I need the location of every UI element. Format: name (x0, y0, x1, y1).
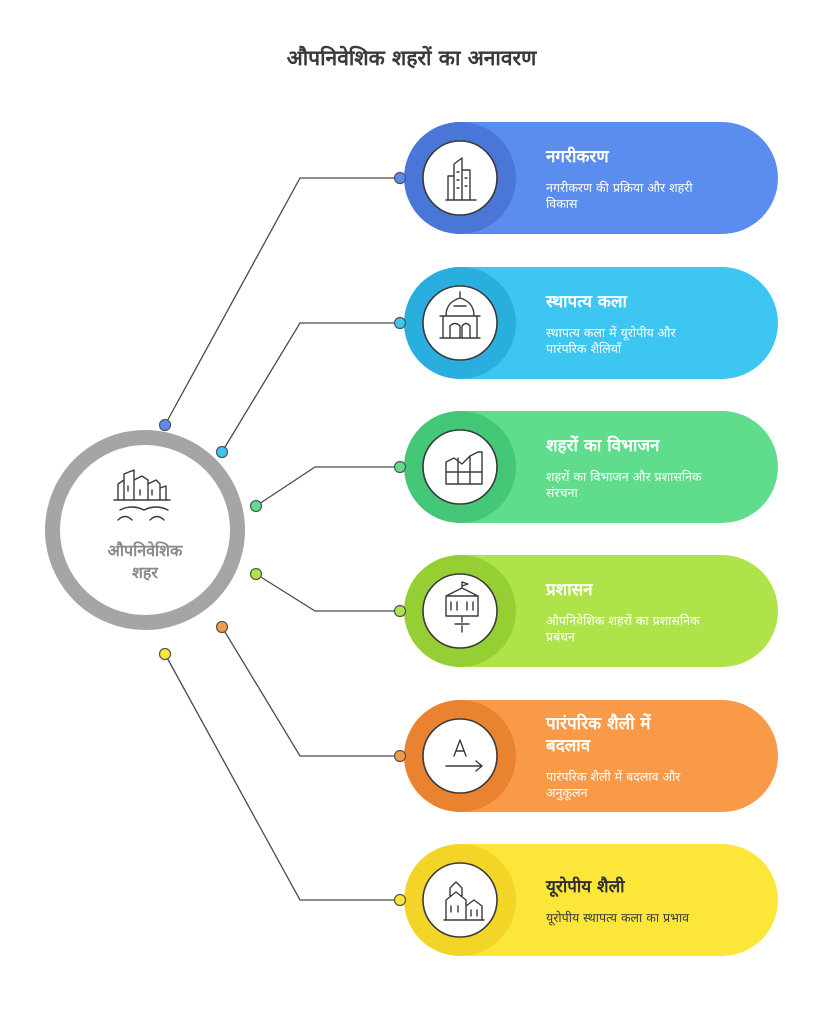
connector-line (164, 177, 394, 426)
item-pill (455, 267, 778, 379)
item-desc: नगरीकरण की प्रक्रिया और शहरी (546, 180, 693, 195)
item-title: शहरों का विभाजन (546, 435, 660, 456)
connector-start-dot (249, 499, 263, 513)
item-pill (455, 122, 778, 234)
connector-line (221, 626, 394, 757)
item-end-dot (393, 460, 407, 474)
item-desc: शहरों का विभाजन और प्रशासनिक (546, 469, 702, 484)
connector-start-dot (158, 418, 172, 432)
center-disc (60, 445, 230, 615)
palace-icon (439, 291, 481, 339)
connector-line (255, 466, 394, 507)
text-transform-icon (445, 739, 483, 772)
center-label-line1: औपनिवेशिक (108, 541, 183, 560)
grid-chart-icon (445, 451, 483, 485)
item-title: यूरोपीय शैली (545, 876, 625, 898)
item-desc: प्रबंधन (546, 629, 576, 644)
item-icon-disc (422, 429, 498, 505)
colonial-city-icon (113, 469, 171, 521)
connector-start-dot (158, 647, 172, 661)
item-pill (455, 700, 778, 812)
connector-line (221, 322, 394, 453)
item-end-dot (393, 604, 407, 618)
center-label-line2: शहर (132, 563, 159, 582)
connector-start-dot (215, 620, 229, 634)
skyscraper-icon (445, 157, 477, 201)
connector-line (255, 573, 394, 612)
item-title: बदलाव (545, 736, 592, 756)
item-icon-disc (422, 140, 498, 216)
item-pill (455, 555, 778, 667)
item-4: प्रशासन औपनिवेशिक शहरों का प्रशासनिकप्रबं… (393, 555, 778, 667)
item-end-dot (393, 316, 407, 330)
item-icon-disc (422, 862, 498, 938)
item-3: शहरों का विभाजन शहरों का विभाजन और प्रशास… (393, 411, 778, 523)
item-icon-disc (422, 573, 498, 649)
item-pill (455, 844, 778, 956)
item-desc: औपनिवेशिक शहरों का प्रशासनिक (546, 613, 700, 628)
item-end-dot (393, 893, 407, 907)
item-icon-disc (422, 718, 498, 794)
connector-line (164, 653, 394, 901)
item-1: नगरीकरण नगरीकरण की प्रक्रिया और शहरीविकास (393, 122, 778, 234)
item-desc: अनुकूलन (546, 785, 589, 801)
item-title: प्रशासन (545, 580, 593, 600)
item-desc: यूरोपीय स्थापत्य कला का प्रभाव (546, 910, 690, 926)
item-desc: स्थापत्य कला में यूरोपीय और (546, 325, 676, 341)
item-desc: विकास (546, 196, 578, 211)
item-title: स्थापत्य कला (545, 292, 627, 312)
item-desc: पारंपरिक शैली में बदलाव और (546, 769, 681, 784)
european-houses-icon (443, 881, 485, 921)
connector-start-dot (249, 567, 263, 581)
item-icon-disc (422, 285, 498, 361)
item-end-dot (393, 749, 407, 763)
item-pill (455, 411, 778, 523)
items: नगरीकरण नगरीकरण की प्रक्रिया और शहरीविकास… (393, 122, 778, 956)
item-title: नगरीकरण (545, 146, 609, 167)
government-building-icon (445, 581, 479, 633)
item-desc: संरचना (546, 485, 578, 500)
item-desc: पारंपरिक शैलियाँ (546, 341, 622, 356)
center-node: औपनिवेशिक शहर (45, 430, 245, 630)
item-title: पारंपरिक शैली में (545, 713, 652, 734)
item-2: स्थापत्य कला स्थापत्य कला में यूरोपीय औरप… (393, 267, 778, 379)
item-6: यूरोपीय शैली यूरोपीय स्थापत्य कला का प्रभ… (393, 844, 778, 956)
item-end-dot (393, 171, 407, 185)
page-title: औपनिवेशिक शहरों का अनावरण (286, 46, 537, 70)
item-5: पारंपरिक शैली मेंबदलाव पारंपरिक शैली में … (393, 700, 778, 812)
connectors (158, 177, 394, 901)
connector-start-dot (215, 445, 229, 459)
